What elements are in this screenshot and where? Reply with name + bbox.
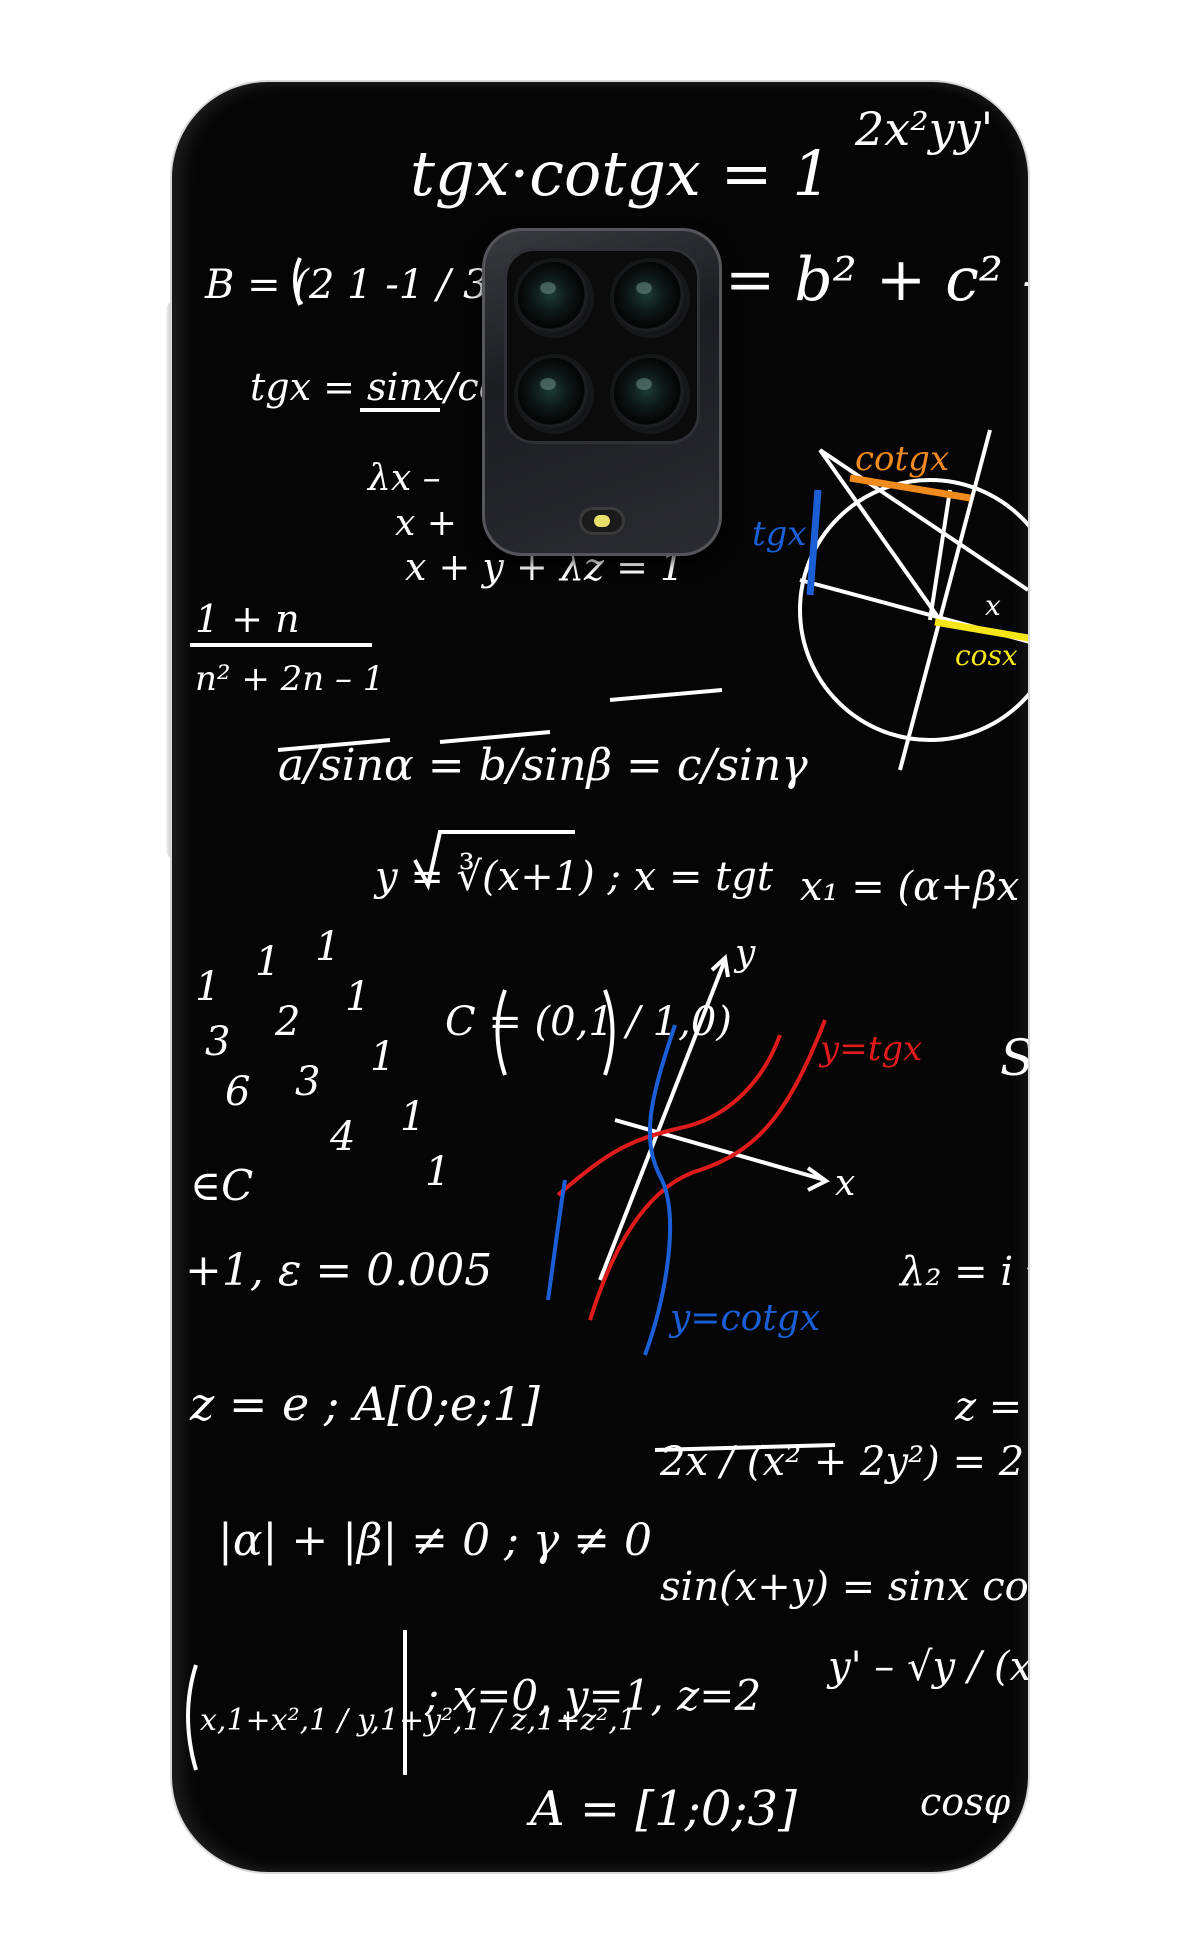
label-x-small: x <box>985 589 1001 622</box>
digit: 1 <box>400 1094 425 1140</box>
formula-eps: +1, ε = 0.005 <box>185 1245 492 1296</box>
digit: 3 <box>205 1019 230 1065</box>
lens-icon <box>614 358 686 430</box>
formula-tg-cotg: tgx·cotgx = 1 <box>410 137 832 210</box>
formula-root: y = ∛(x+1) ; x = tgt <box>373 852 774 900</box>
label-y-cotg: y=cotgx <box>668 1298 820 1339</box>
flash-icon <box>582 510 622 532</box>
formula-top-right: 2x²yy' <box>854 102 993 156</box>
lens-icon <box>518 358 590 430</box>
digit: 2 <box>274 999 300 1045</box>
digit: 1 <box>370 1034 395 1080</box>
digit: 4 <box>329 1114 355 1160</box>
formula-cosphi: cosφ = <box>920 1780 1054 1824</box>
cotg-segment <box>849 474 971 502</box>
digit: 3 <box>295 1059 320 1105</box>
formula-x1: x₁ = (α+βx / β² <box>800 864 1097 910</box>
label-x-axis: x <box>835 1163 855 1204</box>
label-y-tg: y=tgx <box>818 1029 922 1069</box>
digit: 6 <box>225 1069 250 1115</box>
trig-graph <box>546 953 830 1356</box>
label-cotgx: cotgx <box>855 439 949 479</box>
formula-c-matrix: C = (0,1 / 1,0) <box>445 999 732 1045</box>
formula-system: x,1+x²,1 / y,1+y²,1 / z,1+z²,1 <box>200 1703 637 1738</box>
camera-module-icon <box>482 228 722 556</box>
cos-segment <box>934 618 1028 644</box>
formula-z-e: z = e ; A[0;e;1] <box>189 1377 540 1431</box>
formula-s-letter: S <box>1000 1029 1034 1087</box>
formula-lx: λx – <box>366 458 441 499</box>
formula-fraction: 2x / (x² + 2y²) = 2 <box>659 1439 1024 1485</box>
tg-segment <box>806 489 822 596</box>
formula-in-c: ∈C <box>190 1161 253 1210</box>
label-tgx: tgx <box>752 514 807 554</box>
formula-series-den: n² + 2n – 1 <box>195 659 384 699</box>
formula-xplus: x + <box>395 503 457 544</box>
digit: 1 <box>345 974 370 1020</box>
lens-icon <box>614 262 686 334</box>
digit: 1 <box>425 1149 450 1195</box>
formula-series-num: 1 + n <box>195 597 300 641</box>
unit-circle-diagram <box>798 429 1028 771</box>
label-cosx: cosx <box>955 639 1018 672</box>
digit: 1 <box>255 939 280 985</box>
digit: 1 <box>195 964 220 1010</box>
formula-sine-law: a/sinα = b/sinβ = c/sinγ <box>278 740 808 791</box>
formula-sin-sum: sin(x+y) = sinx cos <box>660 1564 1049 1610</box>
lens-icon <box>518 262 590 334</box>
formula-z-eq: z = <box>954 1384 1022 1430</box>
camera-lens-panel <box>504 248 700 444</box>
formula-yprime: y' – √y / (x+2) = <box>826 1644 1153 1690</box>
label-y-axis: y <box>733 933 756 974</box>
formula-xyz-vals: ; x=0, y=1, z=2 <box>424 1671 761 1720</box>
formula-lambda2: λ₂ = i √ <box>898 1249 1052 1295</box>
digit: 1 <box>315 924 340 970</box>
formula-a-vec: A = [1;0;3] <box>526 1781 797 1837</box>
formula-abs: |α| + |β| ≠ 0 ; γ ≠ 0 <box>218 1515 652 1566</box>
formula-b2c2: = b² + c² – 2 <box>725 245 1109 315</box>
